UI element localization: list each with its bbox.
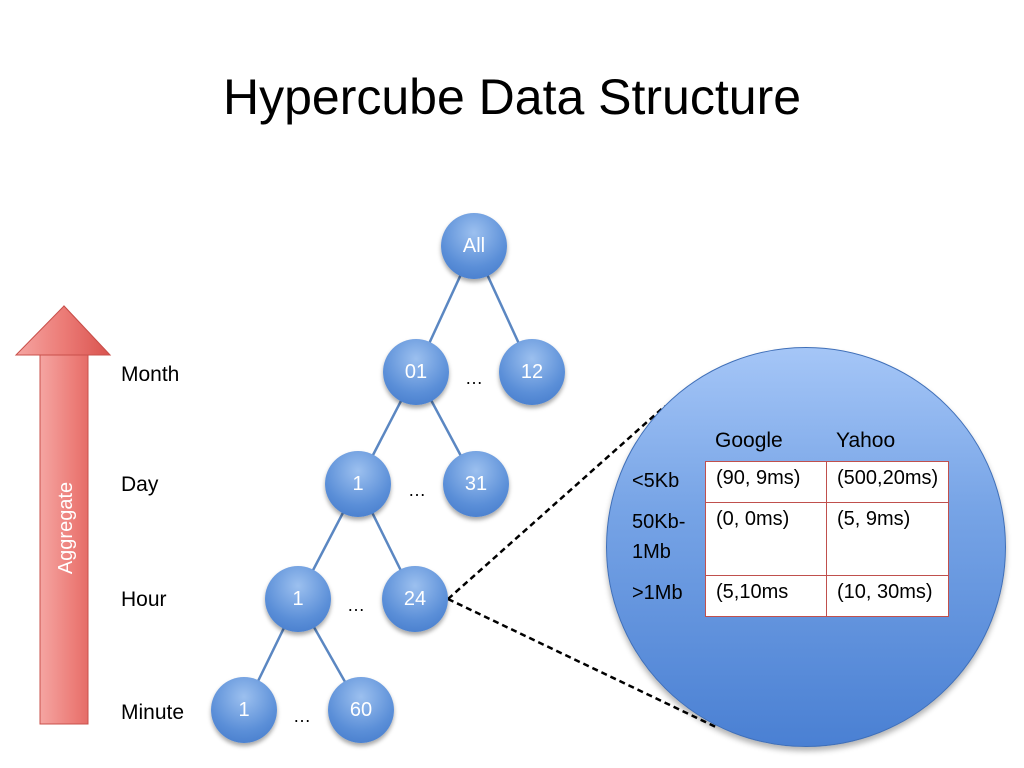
aggregate-label: Aggregate (55, 481, 77, 575)
level-label-month: Month (121, 363, 180, 386)
level-label-minute: Minute (121, 701, 185, 724)
level-label-day: Day (121, 473, 159, 496)
month-ellipsis: … (465, 368, 483, 388)
node-minute-1[interactable]: 1 (211, 677, 277, 743)
row-header-medium-line2: 1Mb (632, 541, 671, 563)
node-day-31[interactable]: 31 (443, 451, 509, 517)
aggregate-arrow-head (14, 305, 112, 356)
node-minute-60[interactable]: 60 (328, 677, 394, 743)
level-label-hour: Hour (121, 588, 167, 611)
row-header-small: <5Kb (632, 470, 680, 492)
minute-ellipsis: … (293, 706, 311, 726)
table-row: (0, 0ms) (5, 9ms) (705, 502, 950, 576)
row-header-large: >1Mb (632, 582, 683, 604)
node-hour-1[interactable]: 1 (265, 566, 331, 632)
stats-table: (90, 9ms) (500,20ms) (0, 0ms) (5, 9ms) (… (705, 461, 950, 617)
table-cell: (5, 9ms) (825, 502, 950, 576)
table-row: (90, 9ms) (500,20ms) (705, 461, 950, 503)
hour-ellipsis: … (347, 595, 365, 615)
page-title: Hypercube Data Structure (222, 69, 802, 125)
day-ellipsis: … (408, 480, 426, 500)
row-header-medium: 50Kb- 1Mb (632, 507, 685, 567)
node-day-1[interactable]: 1 (325, 451, 391, 517)
table-cell: (90, 9ms) (705, 461, 827, 503)
node-hour-24[interactable]: 24 (382, 566, 448, 632)
table-row: (5,10ms (10, 30ms) (705, 575, 950, 617)
table-cell: (500,20ms) (825, 461, 950, 503)
row-header-medium-line1: 50Kb- (632, 511, 686, 533)
table-cell: (10, 30ms) (825, 575, 950, 617)
table-cell: (0, 0ms) (705, 502, 827, 576)
column-header-google: Google (715, 429, 783, 452)
column-header-yahoo: Yahoo (836, 429, 896, 452)
table-cell: (5,10ms (705, 575, 827, 617)
node-month-01[interactable]: 01 (383, 339, 449, 405)
node-all[interactable]: All (441, 213, 507, 279)
node-month-12[interactable]: 12 (499, 339, 565, 405)
zoom-lines (447, 405, 719, 730)
